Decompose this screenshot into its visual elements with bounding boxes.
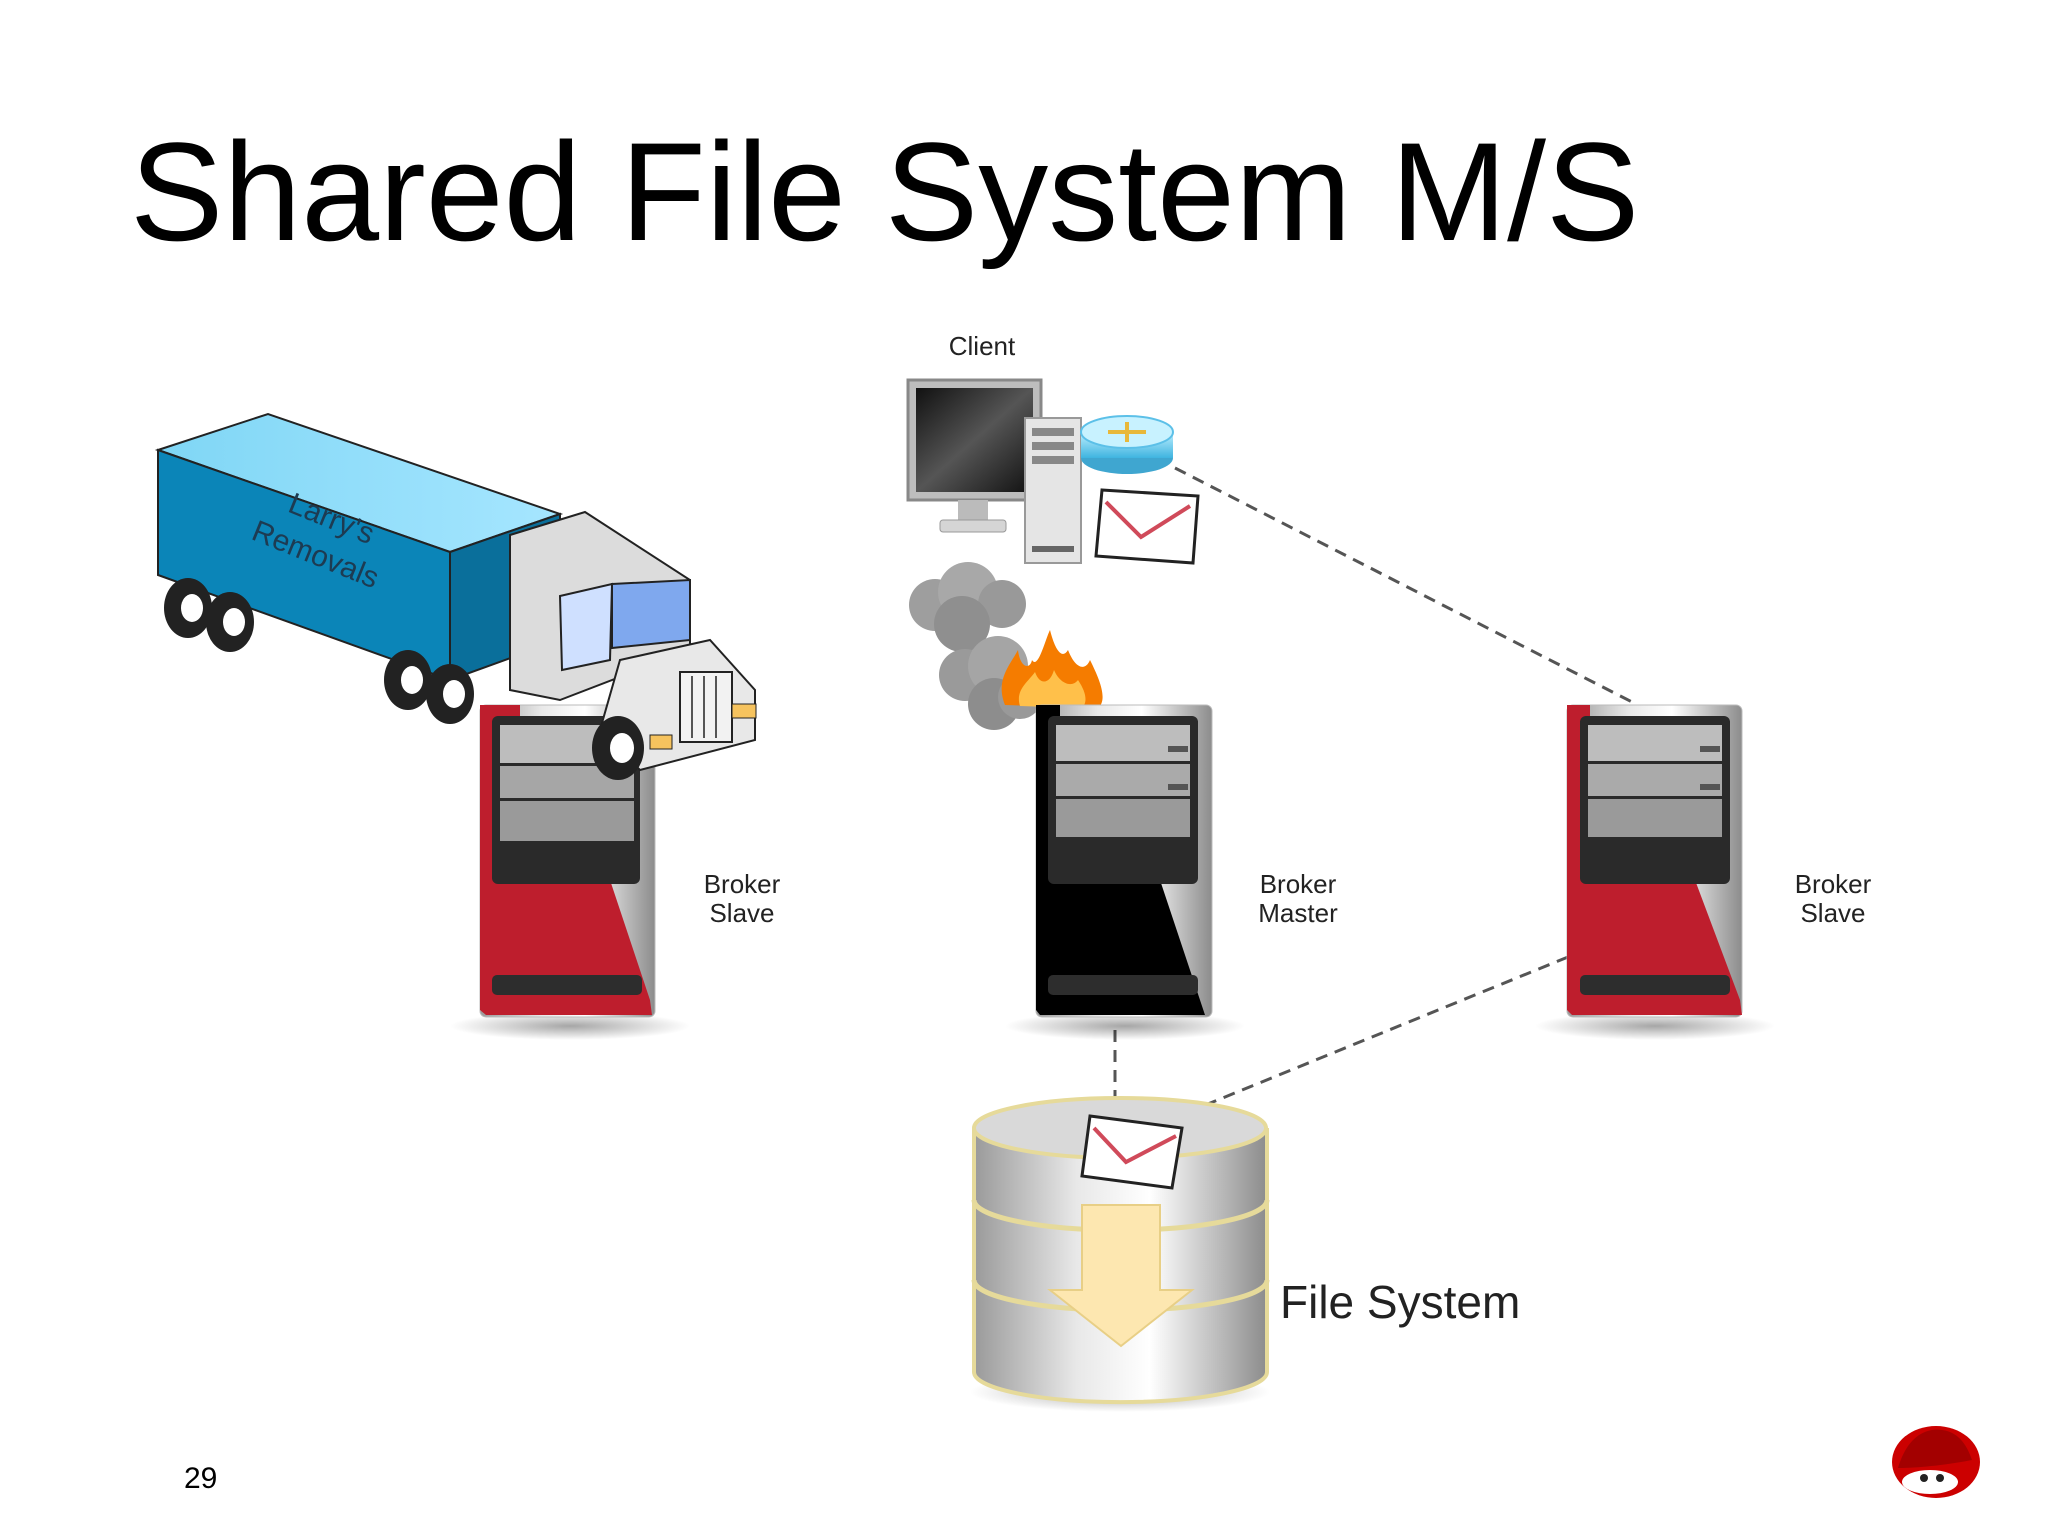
broker-slave-right-label-line1: Broker	[1794, 869, 1872, 899]
broker-slave-left-label: Broker Slave	[692, 870, 792, 928]
broker-master-label-line2: Master	[1258, 898, 1338, 928]
connector-slave-right-filesystem	[1175, 955, 1569, 1119]
broker-master-label: Broker Master	[1248, 870, 1348, 928]
client-message-envelope-icon	[1094, 488, 1200, 565]
broker-master-label-line1: Broker	[1259, 869, 1337, 899]
client-label: Client	[948, 331, 1016, 361]
file-system-message-envelope-icon	[1080, 1114, 1184, 1190]
file-system-label: File System	[1280, 1276, 1521, 1328]
broker-slave-right-label-line2: Slave	[1800, 898, 1866, 928]
connector-client-slave-right	[1174, 466, 1633, 704]
broker-slave-left-label-line1: Broker	[703, 869, 781, 899]
client-workstation-icon	[906, 378, 1082, 564]
removal-truck-icon	[154, 412, 757, 780]
broker-slave-right-server-icon	[1535, 704, 1775, 1040]
smoke-cloud-icon	[909, 562, 1042, 730]
fire-icon	[1001, 630, 1103, 708]
router-icon	[1080, 415, 1174, 474]
broker-slave-left-label-line2: Slave	[709, 898, 775, 928]
broker-slave-right-label: Broker Slave	[1783, 870, 1883, 928]
slide-title: Shared File System M/S	[130, 113, 1640, 270]
red-hat-logo-icon	[1892, 1426, 1980, 1498]
file-system-storage-icon	[970, 1096, 1270, 1412]
page-number: 29	[184, 1462, 218, 1495]
broker-master-server-icon	[1005, 704, 1245, 1040]
